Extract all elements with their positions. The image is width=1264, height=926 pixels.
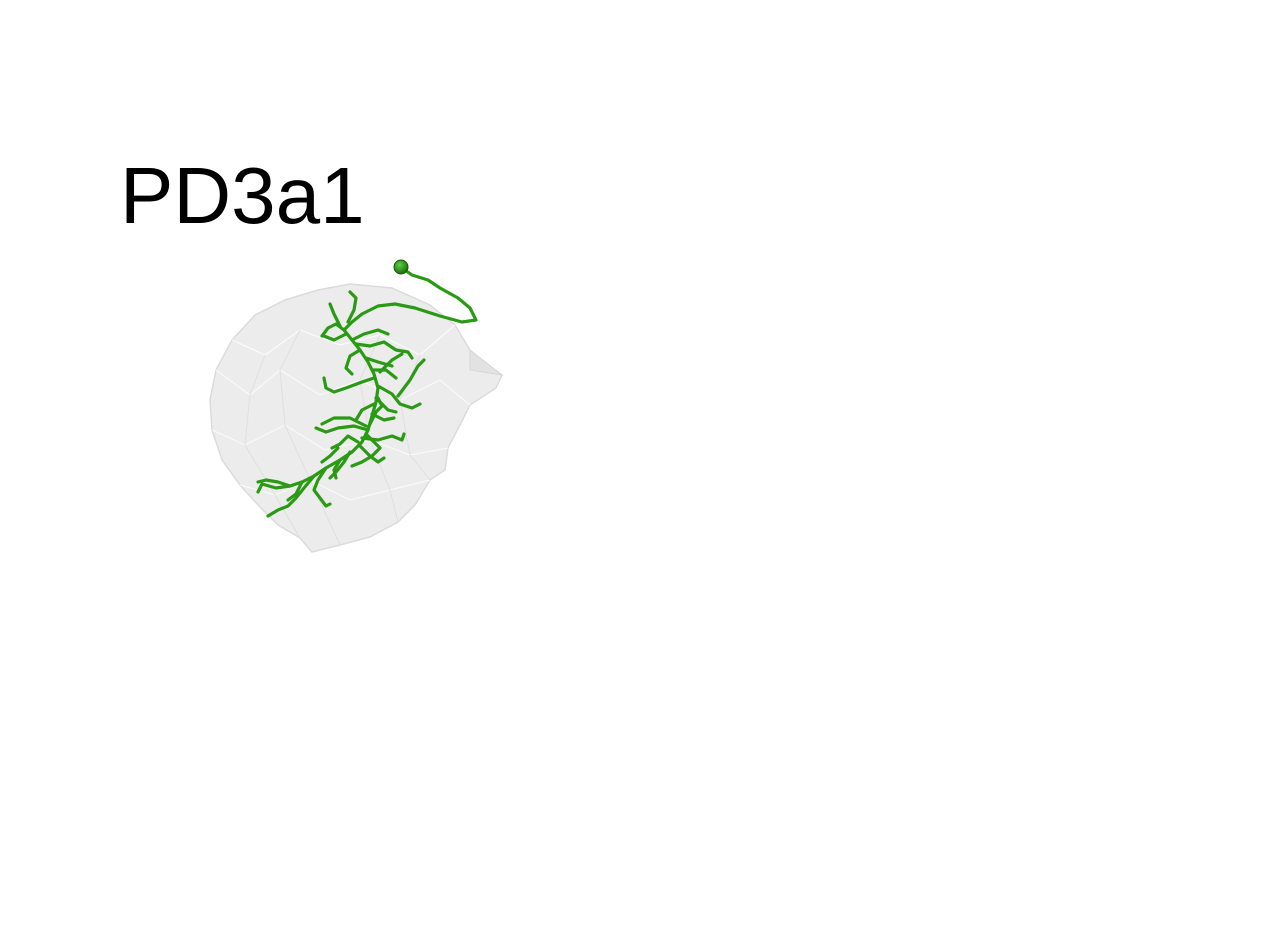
soma <box>393 259 409 275</box>
neuron-skeleton <box>256 266 478 518</box>
neuron-label: PD3a1 <box>120 151 365 240</box>
primary-neurite <box>342 266 478 332</box>
